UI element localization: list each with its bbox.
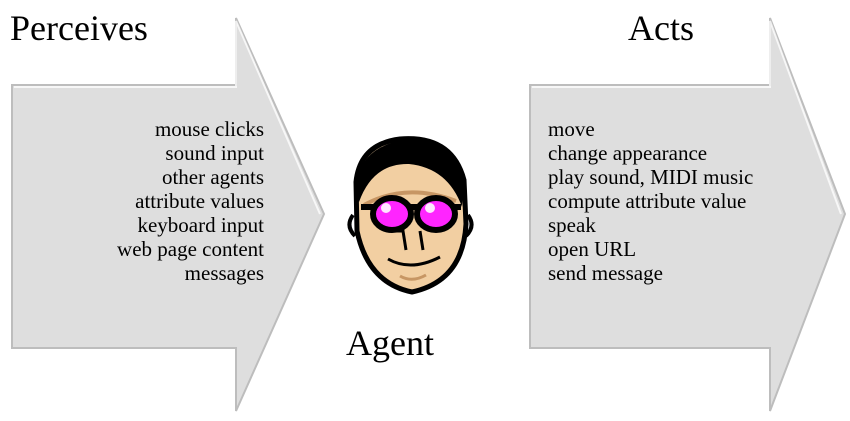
perceives-item: web page content [117,237,264,261]
perceives-item: messages [184,261,264,285]
perceives-item: sound input [165,141,264,165]
perceives-item: other agents [161,165,264,189]
perceives-arrow-highlight [14,20,321,215]
hair-shape [355,139,464,207]
acts-item: speak [548,213,596,237]
left-lens-icon [370,195,414,233]
ear-lines [347,213,474,238]
perceives-title: Perceives [10,8,148,48]
right-lens-icon [414,195,458,233]
acts-title: Acts [628,8,694,48]
acts-item: open URL [548,237,637,261]
acts-item: move [548,117,595,141]
left-lens-glint [381,203,391,213]
acts-item: send message [548,261,663,285]
perceives-arrow [11,17,326,412]
acts-arrow-highlight [532,20,842,215]
acts-arrow [529,17,847,412]
right-lens-glint [425,203,435,213]
mouth-line [387,255,441,267]
acts-item: compute attribute value [548,189,747,213]
agent-label: Agent [346,323,434,363]
perceives-item: mouse clicks [154,117,264,141]
chin-shadow [399,273,427,281]
acts-item: change appearance [548,141,708,165]
acts-item: play sound, MIDI music [548,165,754,189]
perceives-item: keyboard input [137,213,264,237]
agent-face-icon [347,136,474,295]
perceives-item: attribute values [135,189,264,213]
acts-list: move change appearance play sound, MIDI … [548,117,753,285]
perceives-list: mouse clicks sound input other agents at… [117,117,264,285]
